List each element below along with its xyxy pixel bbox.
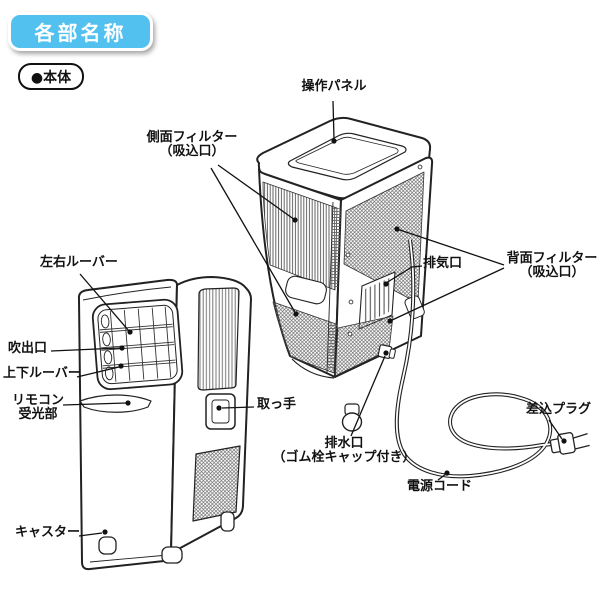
callout-operation-panel [332,100,335,140]
section-header-badge: 各部名称 [8,12,153,51]
label-plug: 差込プラグ [526,402,592,417]
power-cord-drawing [394,239,554,479]
label-drain: 排水口 （ゴム栓キャップ付き） [272,436,416,466]
section-header-title: 各部名称 [34,21,127,45]
front-unit-top-line [82,286,172,301]
caster-front-left [98,536,117,555]
label-up-down-louver: 上下ルーバー [3,366,81,381]
callout-caster [78,532,103,537]
rear-unit-drawing [256,116,434,432]
front-corner-strip-ridges-lower [327,322,337,371]
exhaust-vent-slats [362,277,392,325]
handle-recess-inner [211,399,230,424]
callout-rear-filter-lower [389,267,505,322]
callout-plug [548,419,563,440]
callout-rear-filter-upper [396,228,505,266]
operation-panel-inner [295,136,399,175]
callout-exhaust [385,265,423,284]
label-air-outlet: 吹出口 [8,341,48,356]
callout-dots [102,138,567,535]
caster-front-right [220,511,235,532]
front-corner-strip-line [326,201,334,374]
operation-panel-recess [287,132,407,181]
body-unit-pill-label: ●本体 [30,69,72,86]
label-handle: 取っ手 [257,397,297,412]
rear-bottom-curve [291,358,335,379]
label-left-right-louver: 左右ルーバー [40,255,118,270]
screw-marks [345,164,423,337]
callout-lines [50,100,563,537]
callout-power-cord [437,473,447,481]
callout-handle [221,406,255,409]
label-side-filter: 側面フィルター （吸込口） [146,130,238,160]
front-base-line [89,554,169,563]
front-corner-strip-ridges-upper [330,206,341,288]
label-rear-filter: 背面フィルター （吸込口） [506,251,598,281]
front-side-lower-grille [192,445,241,522]
label-caster: キャスター [15,525,81,540]
front-side-filter-grille [197,287,240,391]
callout-remote [62,402,127,406]
rear-caster-wheel [341,412,363,432]
callout-drain [350,355,386,437]
caster-front-center [161,546,183,564]
label-operation-panel: 操作パネル [301,79,367,94]
callout-side-filter-lower [210,167,297,315]
callout-lr-louver [79,273,130,332]
body-unit-pill: ●本体 [18,63,84,90]
callout-side-filter-upper [217,164,296,221]
front-louver-grille [91,298,184,391]
plug-drawing [549,432,590,455]
callout-air-outlet [50,347,121,352]
front-unit-drawing [77,276,252,571]
left-band-recess [285,275,327,305]
callout-ud-louver [76,366,120,378]
label-exhaust-port: 排気口 [423,256,463,271]
label-power-cord: 電源コード [407,479,473,494]
label-remote-sensor: リモコン 受光部 [11,393,64,423]
